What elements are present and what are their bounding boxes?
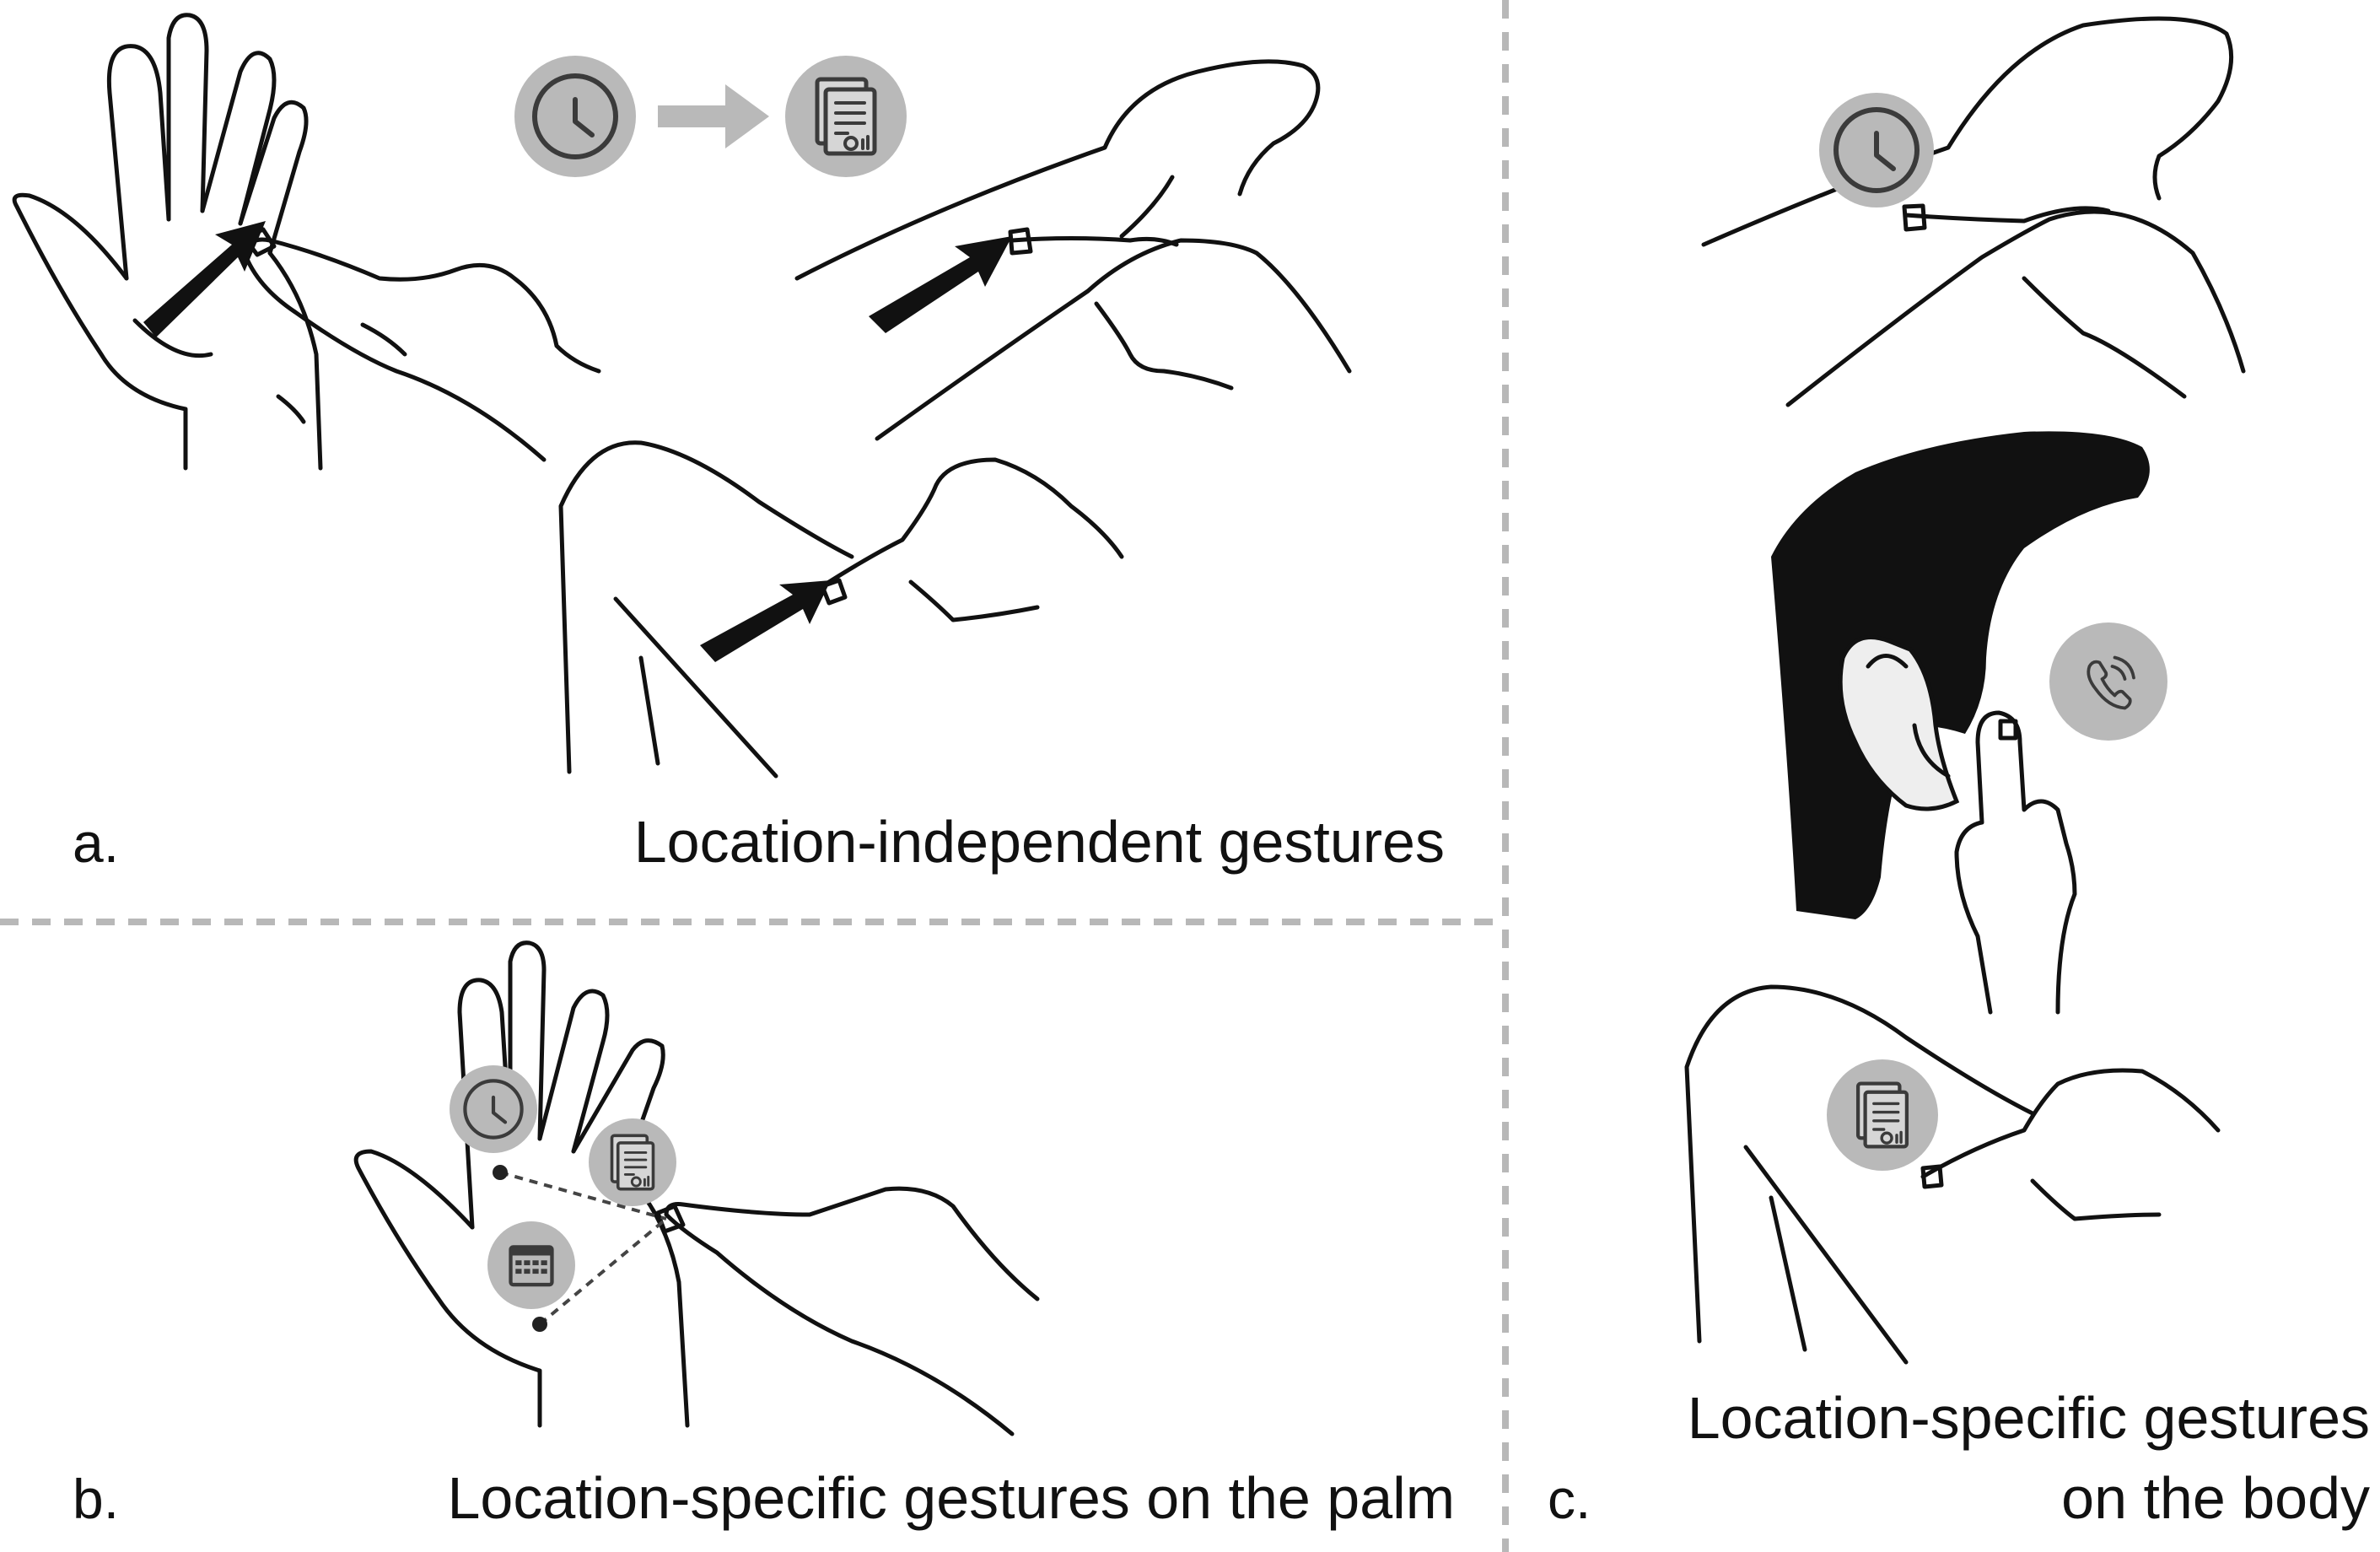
panel-a-letter: a.	[73, 811, 119, 874]
palm-with-targets-illustration	[353, 940, 1040, 1436]
arrow-right-icon	[658, 84, 769, 148]
panel-c-caption-line-1: Location-specific gestures	[1688, 1385, 2370, 1451]
panel-b-letter: b.	[73, 1468, 119, 1530]
ear-tap-illustration	[1771, 431, 2150, 1015]
panel-c-caption-line-2: on the body	[2061, 1465, 2370, 1531]
panel-c-letter: c.	[1548, 1468, 1591, 1530]
pointing-hand-illustration	[242, 227, 601, 462]
open-palm-illustration	[12, 13, 323, 471]
document-chart-icon	[1827, 1059, 1938, 1171]
panel-c: Location-specific gestures c. on the bod…	[1548, 16, 2370, 1531]
phone-icon	[2049, 622, 2167, 741]
wrist-tap-illustration	[1701, 16, 2246, 407]
clock-icon	[514, 56, 636, 177]
thigh-tap-illustration	[558, 440, 1124, 779]
document-chart-icon	[785, 56, 907, 177]
panel-a: a. Location-independent gestures	[12, 13, 1445, 875]
calendar-icon	[487, 1221, 575, 1309]
shoulder-tap-illustration	[1684, 984, 2221, 1365]
tap-arrow-forearm	[869, 236, 1012, 333]
tap-arrow-thigh	[700, 580, 831, 662]
clock-icon	[450, 1065, 537, 1153]
panel-b-caption: Location-specific gestures on the palm	[447, 1465, 1455, 1531]
document-chart-icon	[589, 1118, 676, 1206]
panel-a-caption: Location-independent gestures	[634, 809, 1445, 875]
tap-arrow-left	[143, 221, 266, 337]
panel-b: b. Location-specific gestures on the pal…	[73, 940, 1455, 1531]
forearm-tap-illustration	[794, 59, 1352, 441]
clock-icon	[1819, 93, 1934, 207]
